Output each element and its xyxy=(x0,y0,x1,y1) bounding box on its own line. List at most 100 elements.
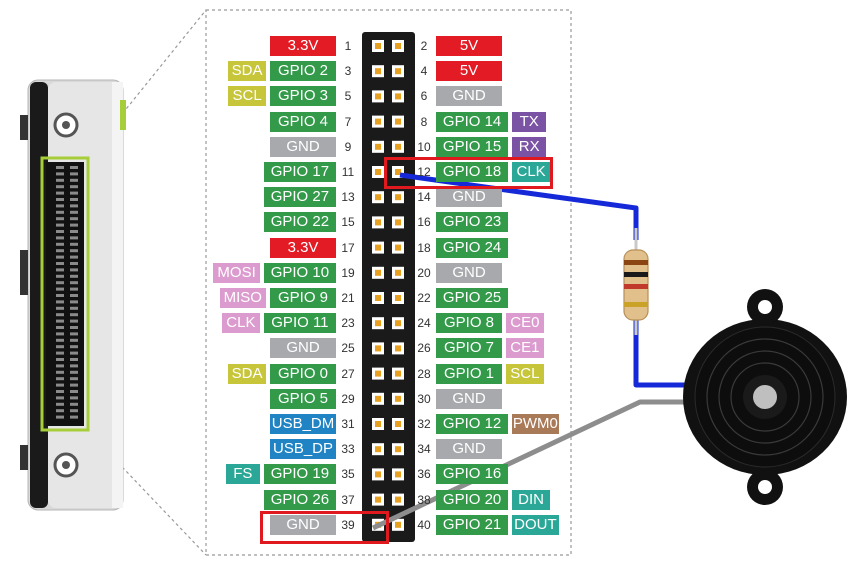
pin-number-22: 22 xyxy=(417,291,431,305)
pin-label-fs: FS xyxy=(225,464,260,485)
mini-pin xyxy=(70,383,78,387)
mini-pin xyxy=(70,185,78,189)
mini-pin xyxy=(56,390,64,393)
pin-label-gpio-26: GPIO 26 xyxy=(263,489,336,510)
pin-contact-30 xyxy=(395,395,401,402)
pin-contact-15 xyxy=(375,219,381,226)
pin-label-ce1: CE1 xyxy=(506,338,544,359)
pin-label-gnd: GND xyxy=(270,514,336,535)
zoom-region-frame xyxy=(205,9,572,556)
blue-wire-top xyxy=(399,172,639,240)
pin-label-gpio-5: GPIO 5 xyxy=(270,388,336,409)
pin-label-gpio-19: GPIO 19 xyxy=(263,464,336,485)
gpio-header xyxy=(362,32,415,542)
pin-number-4: 4 xyxy=(420,64,428,79)
pin-contact-10 xyxy=(395,143,401,150)
pin-label-ce0: CE0 xyxy=(506,313,544,334)
pin-number-13: 13 xyxy=(341,190,355,205)
mini-pin xyxy=(56,338,64,342)
mini-pin xyxy=(70,364,78,368)
mini-pin xyxy=(70,409,78,413)
pin-label-mosi: MOSI xyxy=(213,262,260,283)
mini-pin xyxy=(70,166,78,169)
mini-pin xyxy=(70,332,78,336)
mini-pin xyxy=(56,370,64,374)
mini-pin xyxy=(70,262,78,265)
pin-contact-28 xyxy=(395,370,401,377)
mini-pin xyxy=(70,255,78,259)
pin-label-din: DIN xyxy=(512,489,550,510)
mini-pin xyxy=(56,383,64,387)
mini-pin xyxy=(70,415,78,419)
pin-contact-18 xyxy=(395,244,401,251)
pin-number-25: 25 xyxy=(341,341,355,356)
mini-pin xyxy=(70,313,78,317)
header-pins xyxy=(372,40,404,531)
mini-pin xyxy=(56,326,64,329)
pin-label-gpio-24: GPIO 24 xyxy=(436,237,509,258)
mini-pin xyxy=(70,402,78,406)
pin-number-38: 38 xyxy=(417,492,431,507)
pin-contact-19 xyxy=(375,269,381,276)
mini-pin xyxy=(70,198,78,201)
pin-label-clk: CLK xyxy=(512,162,550,182)
pin-label-gpio-21: GPIO 21 xyxy=(436,514,509,535)
pin-number-6: 6 xyxy=(420,89,428,104)
pin-contact-34 xyxy=(395,446,401,453)
mini-pin xyxy=(56,313,64,317)
board-side-view xyxy=(20,79,126,511)
pin-label-gpio-14: GPIO 14 xyxy=(436,111,509,132)
mini-pin xyxy=(56,185,64,189)
pin-label-3-3v: 3.3V xyxy=(270,237,336,258)
pin-label-gpio-9: GPIO 9 xyxy=(270,288,336,308)
pin-number-26: 26 xyxy=(417,341,431,356)
mini-pin xyxy=(56,294,64,297)
pin-number-19: 19 xyxy=(341,265,355,280)
mini-pin xyxy=(70,326,78,329)
pin-label-gpio-15: GPIO 15 xyxy=(436,136,509,157)
mini-pin xyxy=(56,255,64,259)
pin-contact-4 xyxy=(395,68,401,75)
mini-pin xyxy=(56,274,64,278)
pin-number-8: 8 xyxy=(420,114,428,129)
pin-label-gpio-18: GPIO 18 xyxy=(436,162,509,182)
mini-pin xyxy=(56,204,64,208)
mini-pin xyxy=(56,300,64,304)
pin-contact-35 xyxy=(375,471,381,478)
pin-number-31: 31 xyxy=(341,417,355,431)
pin-label-scl: SCL xyxy=(506,363,544,384)
mini-pin xyxy=(56,319,64,323)
pin-number-24: 24 xyxy=(417,316,431,331)
pin-label-gnd: GND xyxy=(436,86,502,107)
mini-pin xyxy=(56,281,64,285)
mini-pin xyxy=(70,287,78,291)
gray-wire xyxy=(371,399,700,531)
highlight-pin-39 xyxy=(260,511,389,544)
pin-number-30: 30 xyxy=(417,391,431,406)
pin-label-5v: 5V xyxy=(436,36,502,56)
pin-label-tx: TX xyxy=(512,111,547,132)
pin-contact-21 xyxy=(375,295,381,301)
pin-label-gnd: GND xyxy=(436,262,502,283)
pin-number-15: 15 xyxy=(341,215,355,230)
pin-contact-20 xyxy=(395,269,401,276)
mini-pin xyxy=(56,262,64,265)
mini-pin xyxy=(70,390,78,393)
mini-pin xyxy=(56,249,64,253)
pin-number-5: 5 xyxy=(344,89,352,104)
mini-pin xyxy=(56,172,64,176)
pin-number-33: 33 xyxy=(341,442,355,457)
pin-contact-40 xyxy=(395,521,401,528)
pin-label-gpio-0: GPIO 0 xyxy=(270,363,336,384)
mini-pin xyxy=(70,319,78,323)
mini-pin xyxy=(70,236,78,240)
pin-label-gnd: GND xyxy=(436,187,502,208)
pin-label-gpio-22: GPIO 22 xyxy=(263,212,336,233)
pin-label-miso: MISO xyxy=(219,288,266,308)
pin-label-gpio-1: GPIO 1 xyxy=(436,363,502,384)
mini-pin xyxy=(70,345,78,349)
pin-label-sda: SDA xyxy=(228,61,266,82)
pin-contact-23 xyxy=(375,320,381,327)
pin-label-gpio-4: GPIO 4 xyxy=(270,111,336,132)
